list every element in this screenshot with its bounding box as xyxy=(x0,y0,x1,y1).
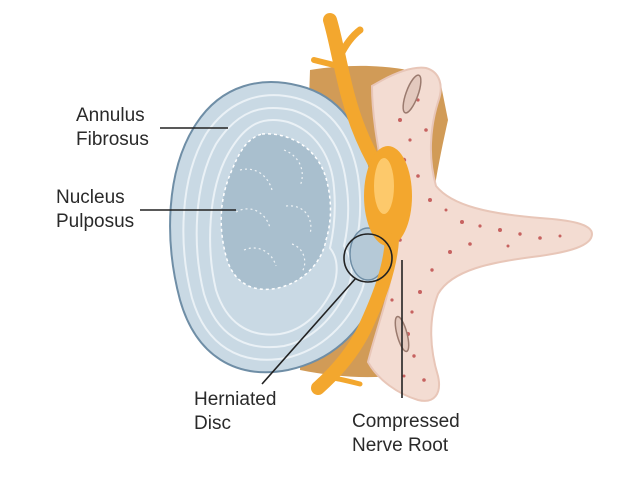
label-herniated-line2: Disc xyxy=(194,413,231,434)
label-annulus-line2: Fibrosus xyxy=(76,129,149,150)
nucleus-pulposus xyxy=(220,133,332,291)
ganglion-highlight xyxy=(374,158,394,214)
herniation-highlight-circle xyxy=(343,233,393,283)
label-herniated-disc: Herniated Disc xyxy=(194,388,276,436)
label-compressed-line1: Compressed xyxy=(352,411,460,432)
label-herniated-line1: Herniated xyxy=(194,389,277,410)
label-nucleus-line2: Pulposus xyxy=(56,211,135,232)
bone-marrow-dots xyxy=(390,98,562,382)
label-compressed-line2: Nerve Root xyxy=(352,435,449,456)
nerve-branch-top xyxy=(336,26,364,60)
nerve-branch-left xyxy=(311,57,341,69)
label-nucleus-pulposus: Nucleus Pulposus xyxy=(56,186,134,234)
label-annulus-fibrosus: Annulus Fibrosus xyxy=(76,104,149,152)
nerve-root xyxy=(311,13,412,395)
nerve-branch-bottom xyxy=(331,375,363,387)
nucleus-texture xyxy=(235,149,312,273)
label-nucleus-line1: Nucleus xyxy=(56,187,125,208)
nerve-lower xyxy=(311,233,399,395)
facet-joint-top xyxy=(402,74,422,114)
nerve-upper xyxy=(323,13,387,179)
disc xyxy=(169,81,387,374)
leader-line-herniated xyxy=(261,277,357,385)
label-annulus-line1: Annulus xyxy=(76,105,145,126)
label-compressed-nerve-root: Compressed Nerve Root xyxy=(352,410,460,458)
